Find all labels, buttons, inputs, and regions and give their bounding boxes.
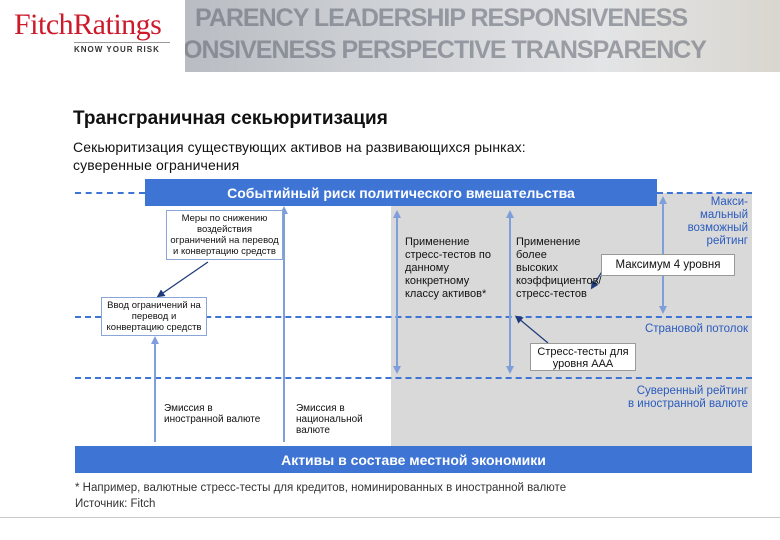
local-assets-bar: Активы в составе местной экономики [75, 446, 752, 473]
dashed-line-top-right [657, 192, 752, 194]
logo-divider [74, 42, 170, 43]
dashed-line-country-ceiling [75, 316, 752, 318]
page-title: Трансграничная секьюритизация [73, 108, 388, 129]
restrictions-box: Ввод ограничений на перевод и конвертаци… [101, 297, 207, 336]
fitch-logo: FitchRatings [14, 8, 162, 41]
higher-coefficients-text: Применение более высоких коэффициентов/ … [516, 236, 602, 300]
stress-aaa-box: Стресс-тесты для уровня ААА [530, 343, 636, 371]
source-note: Источник: Fitch [75, 498, 156, 510]
mitigation-box: Меры по снижению воздействия ограничений… [166, 210, 283, 260]
fx-issue-text: Эмиссия в иностранной валюте [164, 403, 261, 425]
bottom-rule [0, 517, 780, 518]
logo-tagline: KNOW YOUR RISK [74, 45, 160, 54]
banner-text-line-1: PARENCY LEADERSHIP RESPONSIVENESS [195, 4, 688, 32]
dashed-line-sovereign-rating [75, 377, 752, 379]
local-issue-text: Эмиссия в национальной валюте [296, 403, 363, 436]
arrow-mitigation-to-restrictions [156, 261, 209, 298]
subtitle-line-2: суверенные ограничения [73, 157, 240, 173]
sovereign-rating-label: Суверенный рейтинг в иностранной валюте [628, 385, 748, 410]
footnote: * Например, валютные стресс-тесты для кр… [75, 482, 567, 494]
header-banner-image: PARENCY LEADERSHIP RESPONSIVENESS ONSIVE… [185, 0, 780, 72]
subtitle-line-1: Секьюритизация существующих активов на р… [73, 139, 526, 155]
grey-zone [391, 193, 752, 446]
political-risk-bar: Событийный риск политического вмешательс… [145, 179, 657, 206]
banner-text-line-2: ONSIVENESS PERSPECTIVE TRANSPARENCY [185, 36, 707, 64]
max-rating-label: Макси- мальный возможный рейтинг [687, 196, 748, 247]
header: FitchRatings KNOW YOUR RISK PARENCY LEAD… [0, 0, 780, 72]
dashed-line-top-left [75, 192, 145, 194]
stress-asset-class-text: Применение стресс-тестов по данному конк… [405, 236, 491, 300]
max-4-levels-box: Максимум 4 уровня [601, 254, 735, 276]
arrow-aaa-to-asterisk [514, 315, 549, 344]
country-ceiling-label: Страновой потолок [644, 323, 748, 335]
